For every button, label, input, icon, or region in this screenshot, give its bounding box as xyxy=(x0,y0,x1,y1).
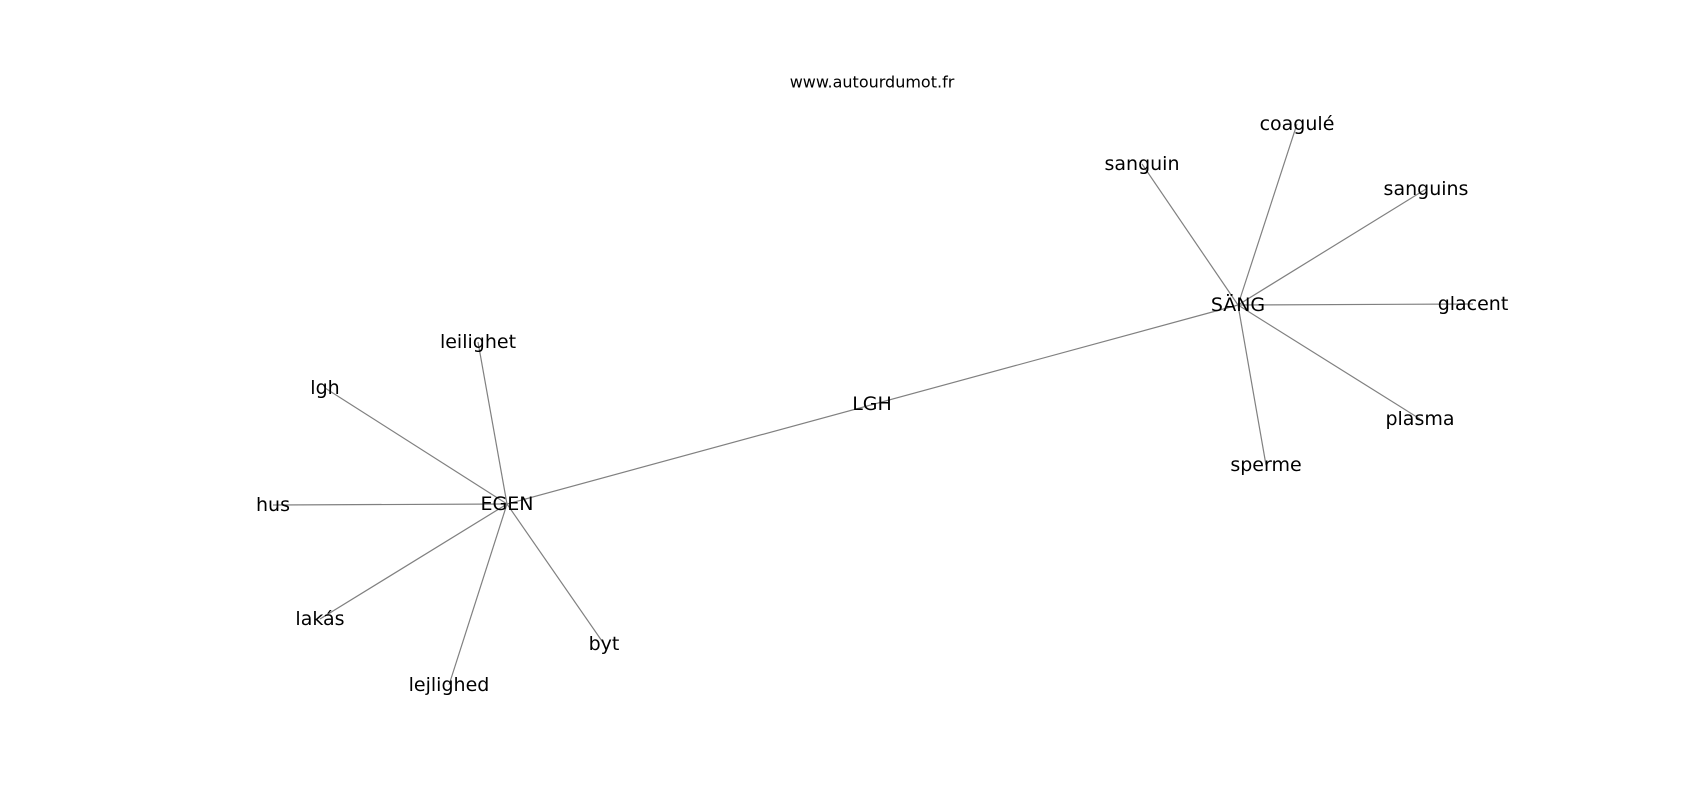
edge-sang-coagule xyxy=(1237,123,1298,306)
node-label-hus: hus xyxy=(256,494,290,516)
edge-sang-sanguin xyxy=(1141,163,1239,306)
edge-sang-plasma xyxy=(1237,304,1421,420)
edge-egen-leilighet xyxy=(477,341,508,505)
node-label-plasma: plasma xyxy=(1385,408,1454,430)
node-label-lejlighed: lejlighed xyxy=(409,674,490,696)
node-label-leilighet: leilighet xyxy=(440,331,516,353)
node-label-lgh_center: LGH xyxy=(852,393,892,415)
node-label-sanguin: sanguin xyxy=(1104,153,1179,175)
edge-egen-lgh xyxy=(324,387,508,505)
node-label-lgh: lgh xyxy=(310,377,339,399)
node-label-sanguins: sanguins xyxy=(1384,178,1469,200)
edge-egen-lakas xyxy=(319,503,508,620)
node-label-egen: EGEN xyxy=(481,493,534,515)
nodes-group: LGH EGEN SÄNG leilighet lgh hus lakás lejlighed… xyxy=(256,113,1508,696)
node-label-sperme: sperme xyxy=(1230,454,1301,476)
node-label-coagule: coagulé xyxy=(1260,113,1335,135)
node-label-sang: SÄNG xyxy=(1211,293,1265,316)
edge-egen-hus xyxy=(272,503,508,506)
edge-sang-sperme xyxy=(1237,304,1267,466)
edge-egen-byt xyxy=(506,503,605,645)
node-label-lakas: lakás xyxy=(295,608,344,630)
node-label-glacent: glacent xyxy=(1438,293,1509,315)
node-label-byt: byt xyxy=(589,633,620,655)
edges-group xyxy=(272,123,1474,686)
watermark-text: www.autourdumot.fr xyxy=(790,73,955,92)
edge-sang-glacent xyxy=(1237,303,1474,306)
edge-egen-lejlighed xyxy=(448,503,508,686)
edge-egen-sang xyxy=(506,304,1239,505)
edge-sang-sanguins xyxy=(1237,188,1427,306)
